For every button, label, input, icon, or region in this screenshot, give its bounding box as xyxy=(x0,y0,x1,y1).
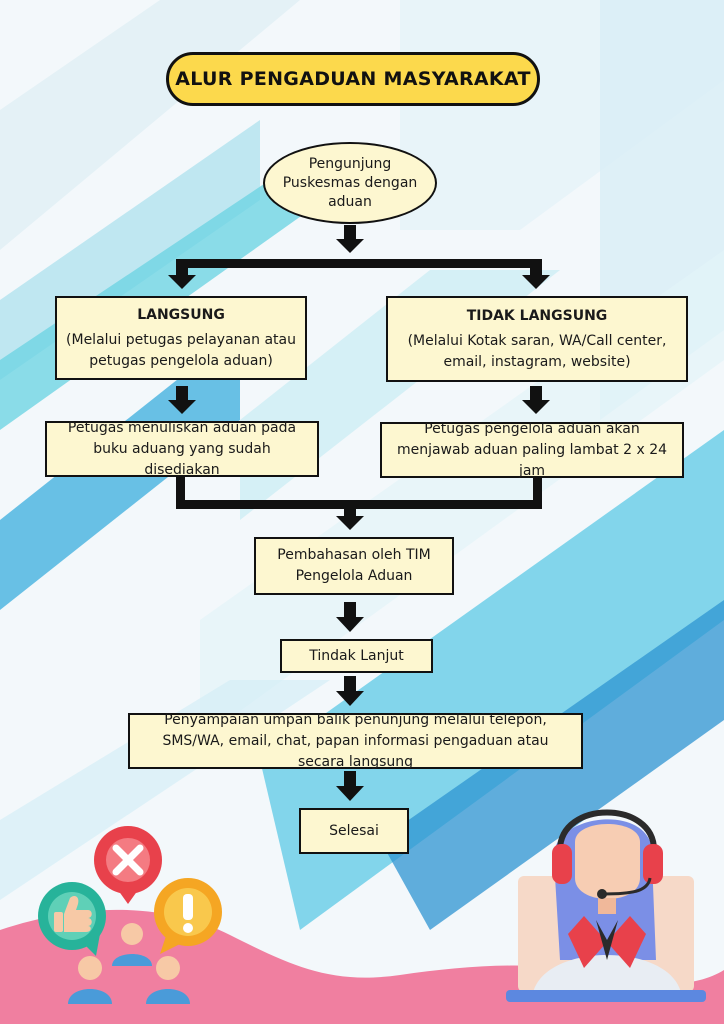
pink-wave xyxy=(0,909,724,1024)
follow-up-text: Tindak Lanjut xyxy=(309,647,404,664)
indirect-channel-heading: TIDAK LANGSUNG xyxy=(466,307,608,324)
end-text: Selesai xyxy=(329,822,379,839)
direct-channel-box: LANGSUNG (Melalui petugas pelayanan atau… xyxy=(55,296,307,380)
start-node-text: Pengunjung Puskesmas dengan aduan xyxy=(282,155,418,210)
direct-step-box: Petugas menuliskan aduan pada buku aduan… xyxy=(45,420,319,478)
indirect-channel-box: TIDAK LANGSUNG (Melalui Kotak saran, WA/… xyxy=(386,296,688,382)
follow-up-box: Tindak Lanjut xyxy=(280,639,433,673)
indirect-step-text: Petugas pengelola aduan akan menjawab ad… xyxy=(396,420,668,479)
feedback-text: Penyampaian umpan balik penunjung melalu… xyxy=(162,711,549,770)
end-box: Selesai xyxy=(299,808,409,854)
direct-channel-detail: (Melalui petugas pelayanan atau petugas … xyxy=(66,331,296,369)
start-node: Pengunjung Puskesmas dengan aduan xyxy=(263,142,437,224)
feedback-box: Penyampaian umpan balik penunjung melalu… xyxy=(128,712,583,770)
direct-step-text: Petugas menuliskan aduan pada buku aduan… xyxy=(67,419,297,478)
discussion-box: Pembahasan oleh TIM Pengelola Aduan xyxy=(254,537,454,595)
page-title: ALUR PENGADUAN MASYARAKAT xyxy=(166,52,540,106)
page-title-text: ALUR PENGADUAN MASYARAKAT xyxy=(175,68,531,90)
indirect-channel-detail: (Melalui Kotak saran, WA/Call center, em… xyxy=(407,332,667,370)
direct-channel-heading: LANGSUNG xyxy=(137,306,225,323)
indirect-step-box: Petugas pengelola aduan akan menjawab ad… xyxy=(380,421,684,479)
discussion-text: Pembahasan oleh TIM Pengelola Aduan xyxy=(277,547,431,584)
